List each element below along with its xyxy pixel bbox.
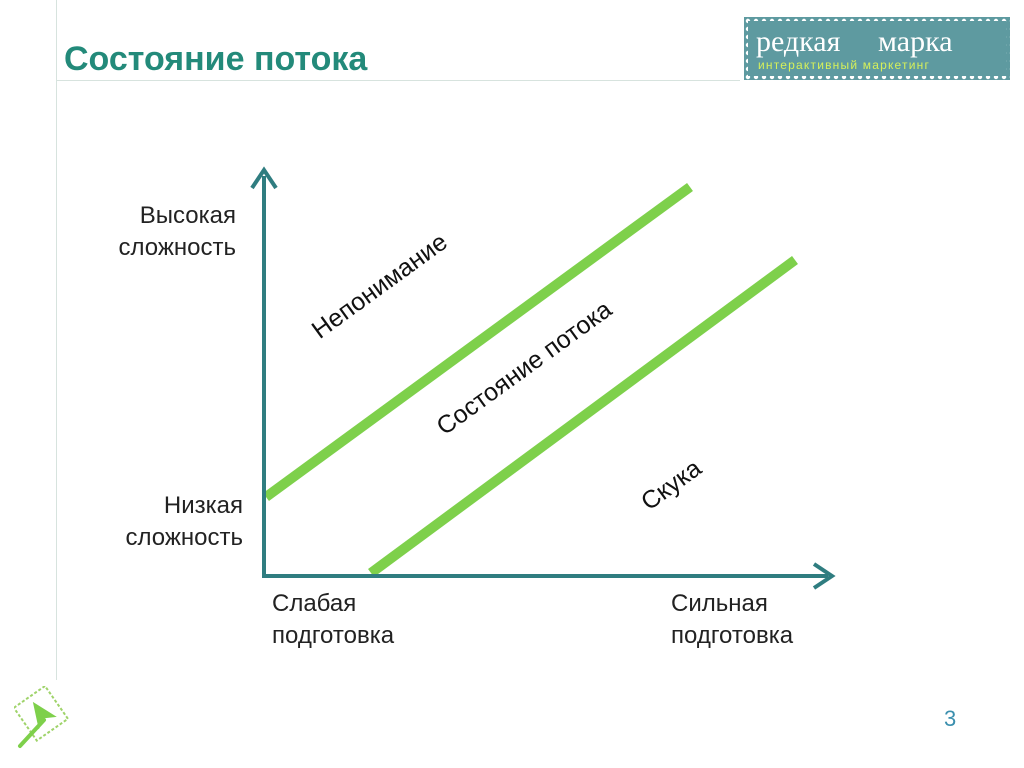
y-low-label: Низкая сложность <box>125 490 243 554</box>
y-high-label: Высокая сложность <box>118 200 236 264</box>
stamp-arrow-icon <box>12 684 74 757</box>
x-axis-arrowhead <box>812 562 836 590</box>
x-strong-line2: подготовка <box>671 622 794 649</box>
lower-channel-line <box>368 255 798 578</box>
y-high-line2: сложность <box>118 234 236 261</box>
x-weak-label: Слабая подготовка <box>272 588 394 652</box>
y-high-line1: Высокая <box>139 202 236 229</box>
title-underline <box>56 80 740 81</box>
svg-text:редкая: редкая <box>756 25 841 58</box>
left-rule <box>56 0 57 680</box>
page-number: 3 <box>944 706 957 731</box>
x-strong-line1: Сильная <box>671 590 768 617</box>
upper-channel-line <box>263 182 693 502</box>
brand-logo: редкая марка интерактивный маркетинг <box>744 17 1010 80</box>
x-weak-line2: подготовка <box>272 622 395 649</box>
y-axis-arrowhead <box>250 166 278 190</box>
x-strong-label: Сильная подготовка <box>671 588 793 652</box>
y-low-line1: Низкая <box>163 492 243 519</box>
x-weak-line1: Слабая <box>272 590 357 617</box>
page-title: Состояние потока <box>64 40 368 78</box>
y-low-line2: сложность <box>125 524 243 551</box>
svg-text:марка: марка <box>878 25 953 58</box>
svg-text:интерактивный маркетинг: интерактивный маркетинг <box>758 58 930 72</box>
